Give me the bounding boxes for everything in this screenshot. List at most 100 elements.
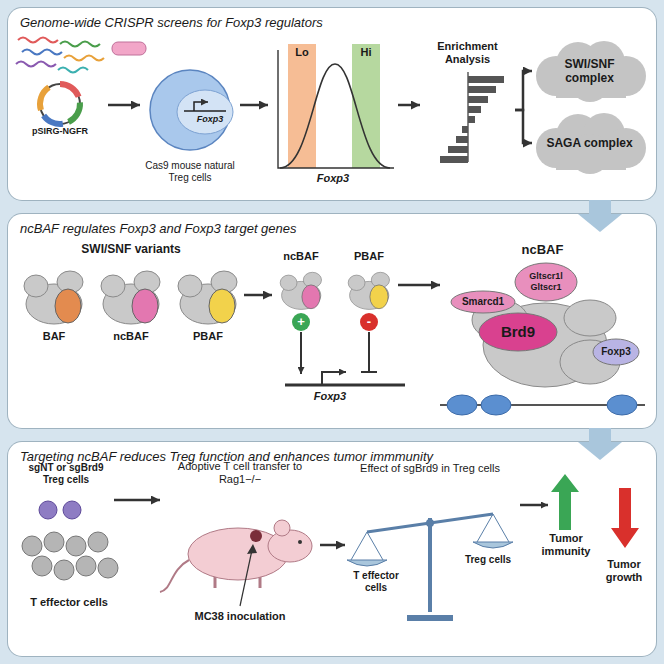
shape-part bbox=[98, 558, 118, 578]
mouse-figure: Adoptive T cell transfer to Rag1−/−MC38 … bbox=[160, 460, 320, 638]
nucleus bbox=[177, 90, 233, 134]
shape-group bbox=[536, 41, 646, 102]
node-text: T effector cells bbox=[14, 596, 124, 609]
hi-gate bbox=[352, 44, 380, 168]
node-text: Targeting ncBAF reduces Treg function an… bbox=[20, 449, 640, 465]
shape-part bbox=[150, 70, 230, 150]
shape-part bbox=[88, 532, 108, 552]
shape-group bbox=[440, 300, 645, 415]
promoter-arrow bbox=[322, 372, 346, 385]
cell-group: sgNT or sgBrd9 Treg cells bbox=[18, 462, 114, 524]
shape-part bbox=[447, 395, 477, 415]
shape-part bbox=[370, 285, 388, 309]
repression-bar bbox=[361, 332, 377, 372]
node-outline bbox=[345, 462, 515, 632]
node-text: Treg cells bbox=[461, 554, 515, 566]
flow-arrow bbox=[108, 104, 140, 107]
shape-part bbox=[250, 530, 262, 542]
shape-part bbox=[132, 289, 158, 323]
cell-group: T effector cells bbox=[14, 532, 124, 616]
shape-group bbox=[479, 313, 557, 351]
shape-part bbox=[240, 550, 252, 606]
shape-group bbox=[280, 272, 321, 309]
shape-group bbox=[37, 81, 83, 127]
shape-part bbox=[302, 285, 320, 309]
activation-arrow bbox=[300, 332, 302, 374]
shape-part bbox=[55, 289, 81, 323]
shape-part bbox=[54, 560, 74, 580]
node-text: Cas9 mouse natural Treg cells bbox=[140, 160, 240, 184]
node-outline bbox=[268, 36, 398, 192]
subunit-ellipse: Brd9 bbox=[478, 312, 558, 352]
shape-part bbox=[607, 395, 637, 415]
shape-part bbox=[66, 536, 86, 556]
gene-line bbox=[285, 384, 405, 387]
histogram-plot: LoHiFoxp3 bbox=[268, 36, 398, 192]
enrichment-chart: Enrichment Analysis bbox=[420, 36, 515, 168]
shape-part bbox=[564, 300, 616, 336]
shape-part bbox=[407, 615, 453, 621]
cell-circle: Foxp3Cas9 mouse natural Treg cells bbox=[140, 66, 240, 188]
node-text: Genome-wide CRISPR screens for Foxp3 reg… bbox=[20, 15, 640, 31]
gene-line bbox=[184, 110, 226, 112]
shape-group bbox=[39, 501, 81, 519]
shape-group bbox=[348, 272, 389, 309]
shape-group bbox=[280, 272, 321, 309]
sgrna-squiggle bbox=[22, 50, 62, 55]
node-text: Foxp3 bbox=[592, 346, 640, 358]
node-text: PBAF bbox=[340, 250, 398, 263]
shape-part bbox=[247, 544, 257, 554]
shape-part bbox=[351, 514, 509, 560]
enrichment-bar bbox=[468, 106, 481, 113]
node-text: ncBAF bbox=[272, 250, 330, 263]
enrichment-bar bbox=[468, 96, 488, 103]
shape-part bbox=[41, 114, 63, 127]
sgrna-squiggle bbox=[60, 42, 100, 47]
complex-shape: ncBAF bbox=[95, 262, 167, 348]
shape-part bbox=[268, 530, 312, 562]
sign-label: - bbox=[361, 314, 377, 330]
shape-group bbox=[515, 263, 577, 301]
repressor-sign bbox=[360, 313, 378, 331]
sgrna-squiggle bbox=[16, 62, 56, 67]
complex-shape: ncBAF bbox=[272, 250, 330, 310]
sgrna-squiggle bbox=[58, 68, 88, 73]
chevron-arrow bbox=[589, 200, 611, 214]
node-text: Foxp3 bbox=[185, 114, 235, 125]
annotation-label: Tumor growth bbox=[596, 558, 652, 584]
node-text: Smarcd1 bbox=[450, 296, 516, 308]
node-text: T effector cells bbox=[345, 570, 407, 594]
shape-part bbox=[76, 556, 96, 576]
shape-part bbox=[32, 556, 52, 576]
flow-arrow bbox=[398, 284, 440, 287]
complex-cloud: SWI/SNF complex bbox=[532, 40, 647, 102]
enrichment-bar bbox=[456, 136, 468, 143]
shape-part bbox=[515, 263, 577, 301]
shape-part bbox=[426, 519, 434, 527]
balance-scale: Effect of sgBrd9 in Treg cellsT effector… bbox=[345, 462, 515, 632]
shape-group bbox=[24, 271, 83, 324]
shape-group bbox=[22, 532, 118, 580]
flow-arrow bbox=[240, 104, 268, 107]
node-outline bbox=[8, 8, 656, 200]
annotation-label: SWI/SNF variants bbox=[18, 242, 244, 256]
node-text: ncBAF bbox=[440, 242, 645, 258]
enrichment-bar bbox=[468, 76, 504, 83]
node-text: BAF bbox=[18, 330, 90, 343]
shape-part bbox=[37, 85, 51, 111]
shape-part bbox=[280, 275, 297, 290]
complex-shape: PBAF bbox=[340, 250, 398, 310]
shape-group bbox=[150, 70, 230, 150]
chromatin-complex: Smarcd1Gltscr1l Gltscr1Brd9Foxp3ncBAF bbox=[440, 240, 645, 422]
node-text: SAGA complex bbox=[540, 136, 639, 150]
enrichment-bar bbox=[440, 156, 468, 163]
flow-arrow bbox=[244, 294, 272, 297]
lentivirus bbox=[112, 42, 146, 55]
enrichment-bar bbox=[468, 86, 496, 93]
node-text: ncBAF regulates Foxp3 and Foxp3 target g… bbox=[20, 221, 640, 237]
shape-group bbox=[451, 291, 515, 313]
shape-part bbox=[593, 339, 639, 365]
plot-axis bbox=[278, 50, 394, 168]
node-text: Brd9 bbox=[478, 323, 558, 341]
